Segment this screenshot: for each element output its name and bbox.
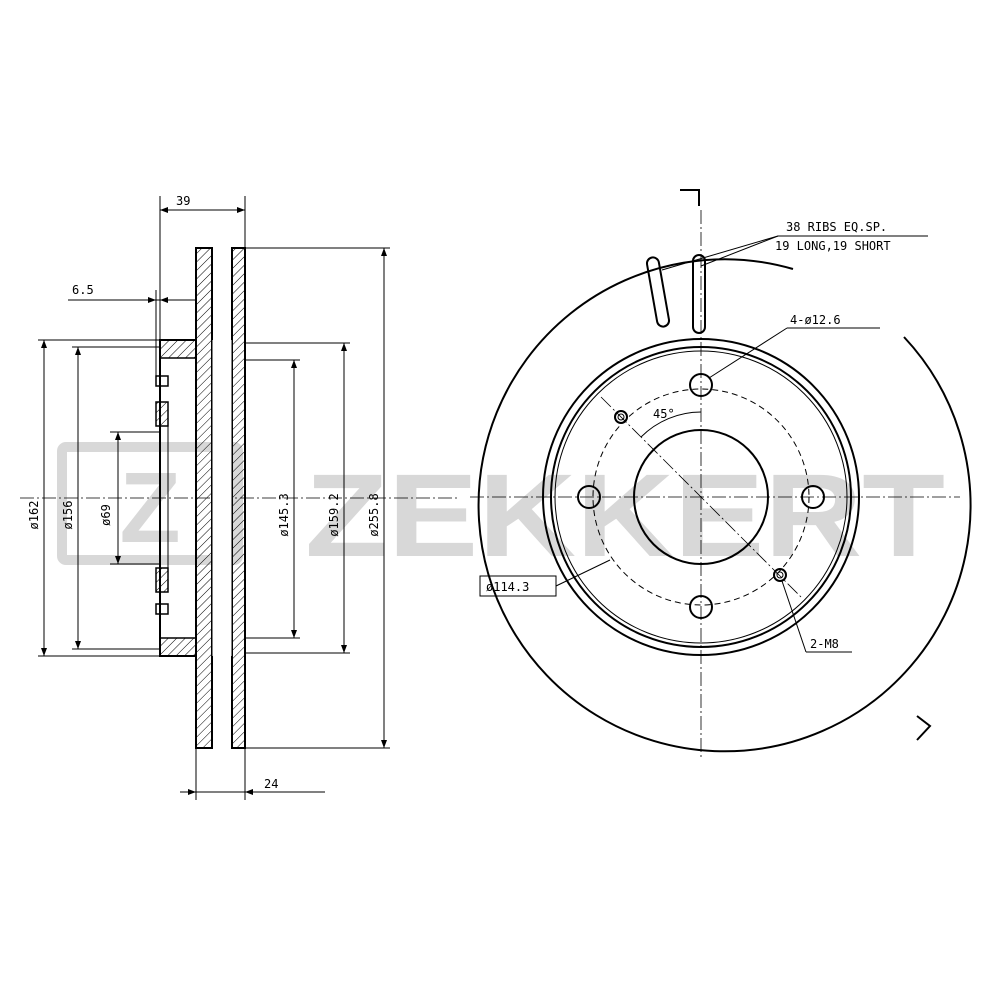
hat-outer-edge xyxy=(550,346,852,648)
ribs-leader-2 xyxy=(700,235,779,267)
threaded-hole-lower-right xyxy=(773,568,787,582)
dim-6-5-label: 6.5 xyxy=(72,283,94,297)
rib-slots xyxy=(645,254,706,334)
ribs-leader-1 xyxy=(661,235,779,271)
dia-159-2-label: ø159.2 xyxy=(327,493,341,536)
pcd-circle xyxy=(592,388,810,606)
pcd-label: ø114.3 xyxy=(486,580,529,594)
dia-162-label: ø162 xyxy=(27,501,41,530)
dim-24-label: 24 xyxy=(264,777,278,791)
dia-145-3-label: ø145.3 xyxy=(277,493,291,536)
section-marker-top xyxy=(680,189,700,206)
threaded-hole-upper-left xyxy=(614,410,628,424)
bolt-hole-left xyxy=(577,485,601,509)
threaded-holes-label: 2-M8 xyxy=(810,637,839,651)
dia-156-label: ø156 xyxy=(61,501,75,530)
rib-short xyxy=(645,256,671,328)
threaded-holes-leader xyxy=(781,580,807,653)
rib-long xyxy=(692,254,706,334)
watermark-logo-letter: Z xyxy=(119,452,180,564)
ribs-label-line1: 38 RIBS EQ.SP. xyxy=(786,220,887,234)
angle-45-label: 45° xyxy=(653,407,675,421)
dia-69-label: ø69 xyxy=(99,504,113,526)
bolt-holes-label: 4-ø12.6 xyxy=(790,313,841,327)
bolt-hole-right xyxy=(801,485,825,509)
front-view: 45° 38 RIBS EQ.SP. 19 LONG,19 SHORT 4-ø1… xyxy=(470,189,972,760)
dim-39-label: 39 xyxy=(176,194,190,208)
diagonal-45-line xyxy=(600,396,802,598)
outer-friction-plate xyxy=(231,247,246,749)
side-view: 39 6.5 24 ø162 ø156 ø69 ø145.3 xyxy=(20,194,460,800)
pcd-leader xyxy=(555,559,611,587)
disc-outer-edge xyxy=(477,258,972,753)
watermark: Z ZEKKERT xyxy=(57,442,945,582)
bolt-hole-top xyxy=(689,373,713,397)
dia-255-8-label: ø255.8 xyxy=(367,493,381,536)
bolt-holes-leader xyxy=(708,327,788,379)
section-marker-bottom xyxy=(916,715,932,741)
ribs-label-line2: 19 LONG,19 SHORT xyxy=(775,239,891,253)
friction-ring-inner-edge xyxy=(542,338,860,656)
watermark-brand: ZEKKERT xyxy=(305,450,945,582)
inner-friction-plate xyxy=(195,247,213,749)
bolt-hole-bottom xyxy=(689,595,713,619)
center-bore xyxy=(633,429,769,565)
angle-arc xyxy=(640,411,702,438)
